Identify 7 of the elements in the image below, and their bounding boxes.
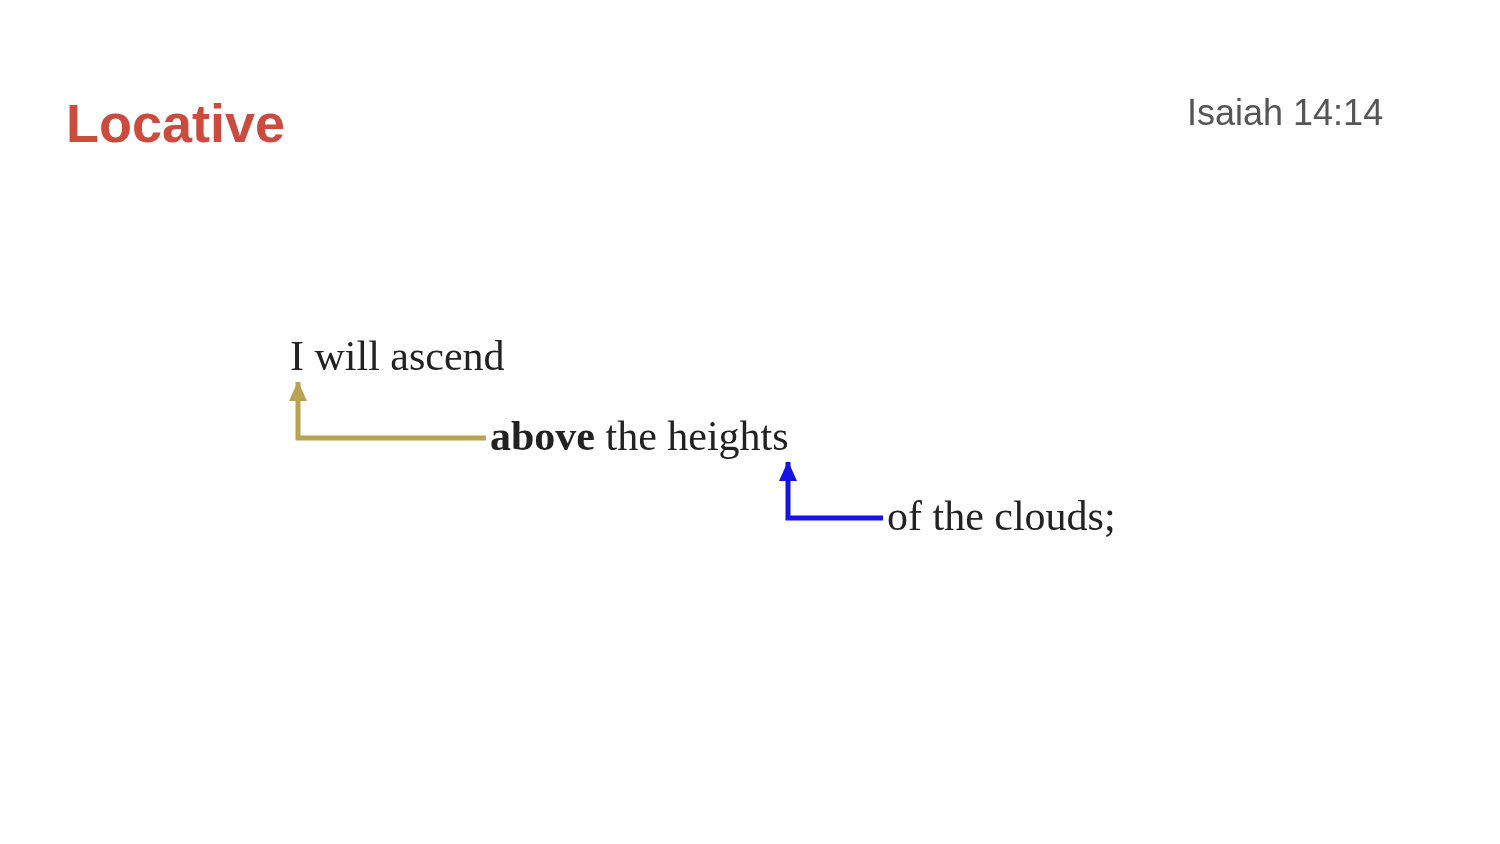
phrase-text: of the clouds;: [887, 492, 1116, 540]
phrase-text: above the heights: [490, 412, 789, 460]
arrow: [289, 381, 486, 441]
slide-title: Locative: [66, 92, 286, 154]
arrow: [779, 461, 883, 521]
phrase-text: I will ascend: [290, 332, 505, 380]
verse-reference: Isaiah 14:14: [1187, 92, 1384, 134]
